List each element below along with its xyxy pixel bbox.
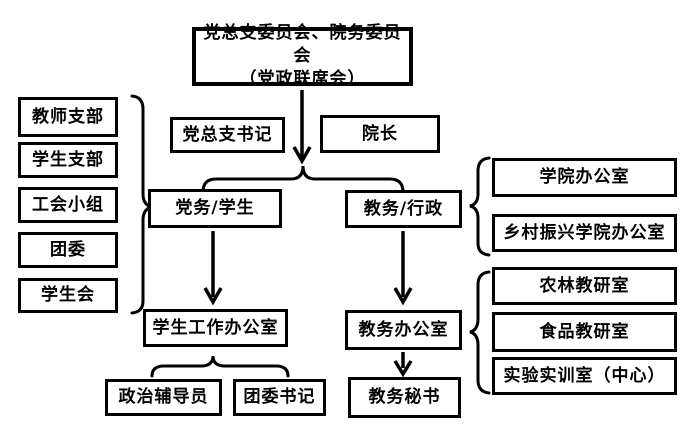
node-party-branch-secretary: 党总支书记 [170,117,285,153]
node-agroforestry-section: 农林教研室 [492,267,677,305]
arrow-office-to-secretary-icon [393,352,413,378]
node-student-work-office: 学生工作办公室 [143,309,288,347]
college-office-label: 学院办公室 [539,167,630,188]
brace-teaching-sections-icon [469,270,491,395]
arrow-top-to-split-icon [292,90,312,165]
academic-affairs-office-label: 教务办公室 [358,319,449,340]
party-student-affairs-label: 党务/学生 [175,198,255,219]
node-dean: 院长 [320,115,440,153]
academic-secretary-label: 教务秘书 [368,387,441,408]
node-teacher-branch: 教师支部 [18,97,118,137]
node-food-section: 食品教研室 [492,312,677,352]
party-branch-secretary-label: 党总支书记 [182,124,273,145]
brace-admin-offices-icon [469,156,491,257]
academic-admin-affairs-label: 教务/行政 [363,198,444,219]
node-rural-revitalization-office: 乡村振兴学院办公室 [492,214,677,252]
node-union-group: 工会小组 [18,187,118,223]
student-work-office-label: 学生工作办公室 [152,317,279,338]
node-college-office: 学院办公室 [492,158,677,197]
node-league-secretary: 团委书记 [233,379,326,416]
student-union-label: 学生会 [41,285,95,306]
arrow-party-to-studentwork-icon [203,231,223,306]
node-political-counselor: 政治辅导员 [105,379,222,416]
union-group-label: 工会小组 [32,194,104,215]
arrow-academic-to-office-icon [393,231,413,306]
node-league-committee: 团委 [18,232,118,268]
node-academic-secretary: 教务秘书 [348,377,461,418]
rural-revitalization-office-label: 乡村振兴学院办公室 [503,222,666,243]
node-top-committee: 党总支委员会、院务委员会 （党政联席会） [192,23,413,89]
lab-training-center-label: 实验实训室（中心） [503,365,666,386]
node-academic-admin-affairs: 教务/行政 [345,190,462,228]
top-committee-line1: 党总支委员会、院务委员会 [203,23,402,67]
node-lab-training-center: 实验实训室（中心） [492,357,677,395]
brace-studentwork-split-icon [150,355,290,378]
food-section-label: 食品教研室 [539,321,630,342]
league-secretary-label: 团委书记 [243,387,316,408]
node-party-student-affairs: 党务/学生 [148,189,282,228]
student-branch-label: 学生支部 [32,149,104,170]
node-student-union: 学生会 [18,278,118,313]
teacher-branch-label: 教师支部 [32,106,104,127]
node-academic-affairs-office: 教务办公室 [345,310,462,350]
top-committee-line2: （党政联席会） [239,68,366,89]
league-committee-label: 团委 [50,239,86,260]
dean-label: 院长 [362,123,398,144]
node-student-branch: 学生支部 [18,142,118,178]
agroforestry-section-label: 农林教研室 [539,275,630,296]
political-counselor-label: 政治辅导员 [118,387,209,408]
